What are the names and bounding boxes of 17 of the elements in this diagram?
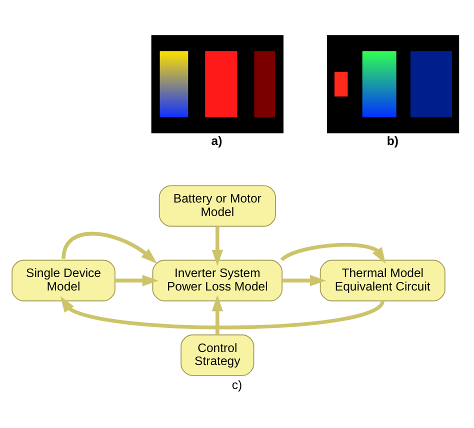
node-box: Control Strategy <box>180 334 254 376</box>
arrow <box>282 274 326 286</box>
arrow <box>114 274 158 286</box>
node-picture <box>326 35 460 134</box>
arrow <box>280 242 386 264</box>
node-label: a) <box>211 134 222 148</box>
caption: c) <box>232 378 242 392</box>
arrow <box>212 226 224 266</box>
node-box: Single Device Model <box>12 260 116 302</box>
arrow <box>62 232 158 264</box>
node-picture <box>151 35 284 134</box>
node-box: Inverter System Power Loss Model <box>152 260 283 302</box>
node-box: Battery or Motor Model <box>158 185 276 227</box>
arrow <box>60 296 384 330</box>
arrow <box>212 295 224 335</box>
node-label: b) <box>386 134 398 148</box>
node-box: Thermal Model Equivalent Circuit <box>320 260 446 302</box>
